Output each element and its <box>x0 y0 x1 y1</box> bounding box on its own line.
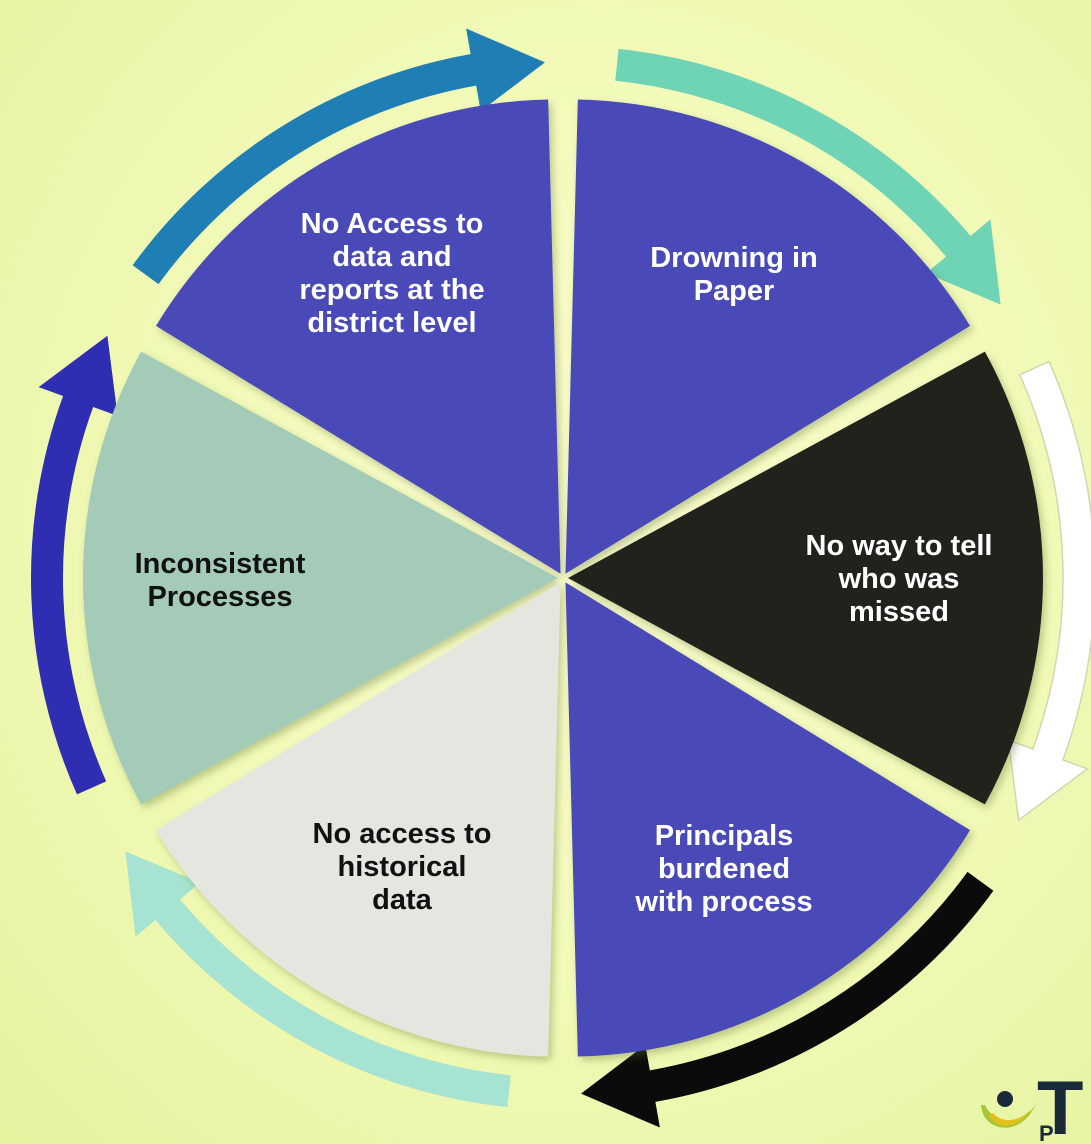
cycle-arrows <box>30 28 1091 1128</box>
logo-tagline: P <box>1039 1121 1054 1144</box>
logo-letter: T <box>1037 1075 1084 1144</box>
segment-district-access <box>155 99 561 574</box>
segment-label-district-access: No Access to data and reports at the dis… <box>299 208 485 339</box>
segment-drowning-paper <box>565 99 971 574</box>
company-logo: T P <box>975 1075 1091 1144</box>
cycle-segments <box>82 99 1043 1057</box>
arrow-top-right <box>615 48 1001 305</box>
segment-label-inconsistent-processes: Inconsistent Processes <box>134 548 306 613</box>
segment-label-who-was-missed: No way to tell who was missed <box>805 530 993 628</box>
arrow-right <box>1007 360 1091 822</box>
segment-label-historical-data: No access to historical data <box>312 818 492 916</box>
arrow-left <box>30 335 118 795</box>
segment-label-principals-burdened: Principals burdened with process <box>635 820 813 918</box>
segment-inconsistent-processes <box>82 351 558 805</box>
segment-historical-data <box>155 582 561 1057</box>
arrow-bottom-right <box>581 871 994 1128</box>
segment-principals-burdened <box>565 582 971 1057</box>
arrow-top-left <box>132 28 545 285</box>
logo-swoosh-icon <box>981 1091 1037 1128</box>
segment-who-was-missed <box>568 351 1043 805</box>
segment-label-drowning-paper: Drowning in Paper <box>650 242 818 307</box>
arrow-bottom-left <box>125 851 511 1108</box>
